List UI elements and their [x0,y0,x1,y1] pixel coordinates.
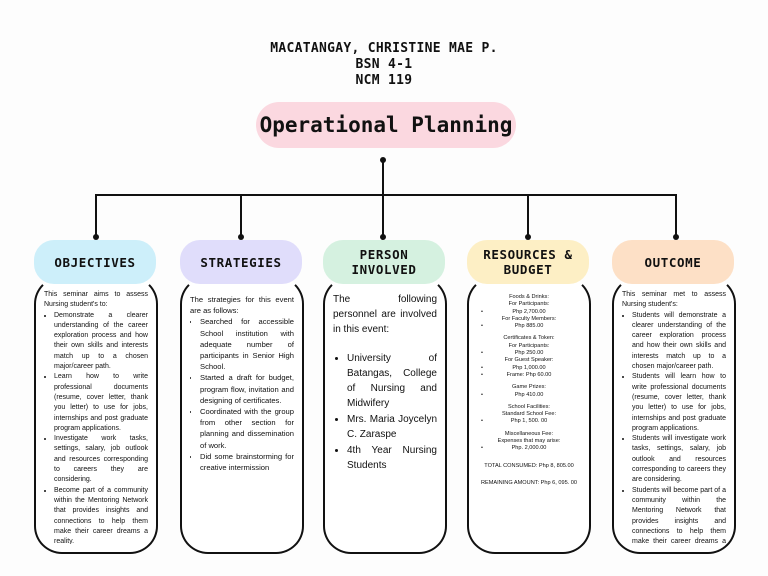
objectives-heading-text: OBJECTIVES [54,254,136,270]
drop-line-outcome [675,195,677,237]
section-label: BSN 4-1 [355,57,413,72]
frame-value: Frame: Php 60.00 [506,371,552,378]
fee-amount: Php 1, 500. 00 [477,418,581,426]
course-label: NCM 119 [355,73,413,88]
author-name: MACATANGAY, CHRISTINE MAE P. [270,41,498,56]
food-faculty-amount: Php 885.00 [477,323,581,331]
person-heading-line2: INVOLVED [351,262,417,277]
drop-dot-outcome [673,234,679,240]
page-title: Operational Planning [256,102,516,148]
list-item: Become part of a community within the Me… [54,486,148,544]
cert-guest-label: For Guest Speaker: [504,357,554,364]
list-item: Coordinated with the group from other se… [200,406,294,451]
list-item: University of Batangas, College of Nursi… [347,351,437,411]
fee-label: Standard School Fee: [501,411,557,418]
trunk-line [382,160,384,195]
objectives-list: Demonstrate a clearer understanding of t… [44,311,148,544]
cert-title: Certificates & Token: [503,335,555,342]
food-title: Foods & Drinks: [509,294,549,300]
drop-dot-resources [525,234,531,240]
resources-heading: RESOURCES & BUDGET [467,240,589,284]
prizes-amount: Php 410.00 [477,391,581,400]
drop-line-strategies [240,195,242,237]
food-participants-value: Php 2,700.00 [512,308,546,315]
person-heading: PERSON INVOLVED [323,240,445,284]
total-consumed: TOTAL CONSUMED: Php 8, 805.00 [484,462,574,469]
resources-heading-line2: BUDGET [503,262,553,277]
facilities-title: School Facilities: [508,403,550,410]
strategies-list: Searched for accessible School instituti… [190,316,294,473]
cert-participants-label: For Participants: [508,342,550,349]
list-item: Demonstrate a clearer understanding of t… [54,311,148,373]
food-faculty-value: Php 885.00 [514,323,544,330]
cert-participants-amount: Php 250.00 [477,350,581,358]
drop-dot-person [380,234,386,240]
list-item: Started a draft for budget, program flow… [200,372,294,406]
drop-line-resources [527,195,529,237]
branch-line [95,194,677,196]
outcome-box: This seminar met to assess Nursing stude… [612,276,736,554]
person-intro: The following personnel are involved in … [333,294,437,335]
outcome-list: Students will demonstrate a clearer unde… [622,311,726,544]
resources-box: Foods & Drinks: For Participants: Php 2,… [467,276,591,554]
misc-amount: Php. 2,000.00 [477,445,581,453]
list-item: Students will learn how to write profess… [632,372,726,434]
misc-title: Miscellaneous Fee: [504,430,554,437]
person-list: University of Batangas, College of Nursi… [333,351,437,473]
cert-guest-value: Php 1,000.00 [512,364,546,371]
list-item: Mrs. Maria Joycelyn C. Zaraspe [347,412,437,442]
objectives-heading: OBJECTIVES [34,240,156,284]
food-faculty-label: For Faculty Members: [501,315,557,322]
cert-guest-amount: Php 1,000.00 [477,364,581,373]
outcome-heading: OUTCOME [612,240,734,284]
strategies-heading: STRATEGIES [180,240,302,284]
fee-value: Php 1, 500. 00 [510,418,548,425]
list-item: Searched for accessible School instituti… [200,316,294,372]
objectives-intro: This seminar aims to assess Nursing stud… [44,291,148,309]
cert-participants-value: Php 250.00 [514,350,544,357]
list-item: Students will become part of a community… [632,486,726,544]
strategies-box: The strategies for this event are as fol… [180,276,304,554]
person-heading-line1: PERSON [359,247,409,262]
list-item: Students will demonstrate a clearer unde… [632,311,726,373]
outcome-heading-text: OUTCOME [644,254,702,270]
resources-heading-line1: RESOURCES & [483,247,573,262]
person-box: The following personnel are involved in … [323,276,447,554]
misc-value: Php. 2,000.00 [511,445,547,452]
list-item: Did some brainstorming for creative inte… [200,451,294,473]
drop-line-objectives [95,195,97,237]
strategies-heading-text: STRATEGIES [200,254,282,270]
list-item: Students will investigate work tasks, se… [632,434,726,485]
food-participants-amount: Php 2,700.00 [477,308,581,317]
misc-label: Expenses that may arise: [497,438,561,445]
objectives-box: This seminar aims to assess Nursing stud… [34,276,158,554]
strategies-intro: The strategies for this event are as fol… [190,295,294,316]
drop-line-person [382,195,384,237]
drop-dot-objectives [93,234,99,240]
list-item: Learn how to write professional document… [54,372,148,434]
remaining-amount: REMAINING AMOUNT: Php 6, 095. 00 [480,479,578,486]
prizes-title: Game Prizes: [512,384,546,391]
list-item: Investigate work tasks, settings, salary… [54,434,148,485]
prizes-value: Php 410.00 [514,391,544,398]
food-participants-label: For Participants: [508,301,550,308]
list-item: 4th Year Nursing Students [347,443,437,473]
outcome-intro: This seminar met to assess Nursing stude… [622,291,726,309]
drop-dot-strategies [238,234,244,240]
frame-amount: Frame: Php 60.00 [477,371,581,380]
